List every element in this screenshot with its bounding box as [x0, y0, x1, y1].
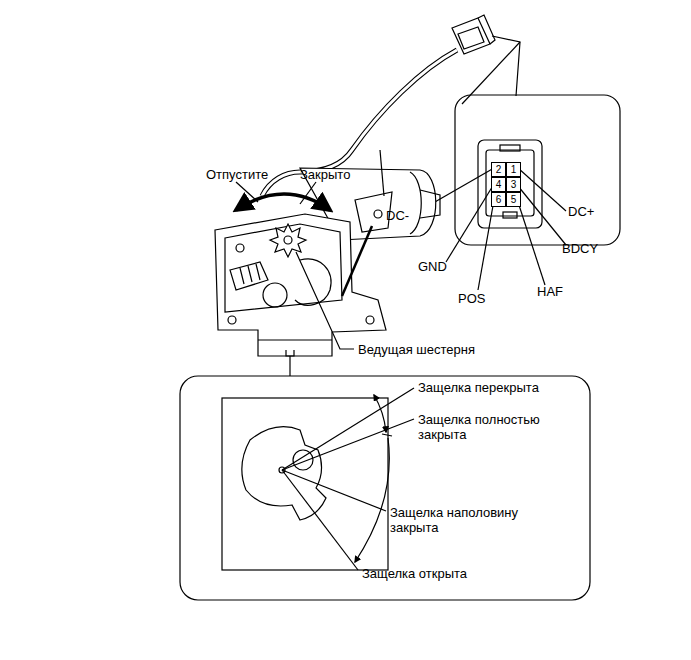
pin-cell: 4 [491, 177, 506, 192]
pin-number: 5 [511, 194, 517, 205]
pin-cell: 5 [506, 192, 521, 207]
position-label: Защелка перекрыта [418, 380, 539, 395]
leader-line [282, 388, 414, 570]
angle-arc [355, 395, 392, 562]
pin-number: 4 [496, 179, 502, 190]
state-label: Отпустите [206, 167, 268, 182]
rotation-arrow [236, 194, 330, 210]
connector-face [478, 140, 542, 228]
position-label: Защелка наполовину закрыта [390, 505, 530, 535]
pin-number: 1 [511, 164, 517, 175]
signal-name: DC+ [568, 204, 594, 219]
signal-name: BDCY [562, 241, 598, 256]
signal-name: HAF [537, 284, 563, 299]
position-label: Защелка полностью закрыта [418, 412, 550, 442]
leader-line [414, 168, 566, 290]
pin-number: 2 [496, 164, 502, 175]
position-label: Защелка открыта [362, 566, 467, 581]
pin-cell: 3 [506, 177, 521, 192]
pin-cell: 6 [491, 192, 506, 207]
signal-name: POS [458, 291, 485, 306]
latch-plate [222, 398, 388, 570]
signal-name: GND [418, 259, 447, 274]
signal-name: DC- [386, 208, 409, 223]
callout-line [289, 356, 290, 376]
state-label: Закрыто [300, 167, 350, 182]
connector-inset [455, 95, 620, 245]
pin-cell: 1 [506, 162, 521, 177]
leader-line [236, 182, 354, 349]
latch-detail-inset [180, 376, 590, 600]
part-name: Ведущая шестерня [358, 342, 475, 357]
pin-number: 6 [496, 194, 502, 205]
pin-cell: 2 [491, 162, 506, 177]
drive-gear [270, 224, 306, 257]
pin-number: 3 [511, 179, 517, 190]
callout-line [462, 36, 520, 104]
